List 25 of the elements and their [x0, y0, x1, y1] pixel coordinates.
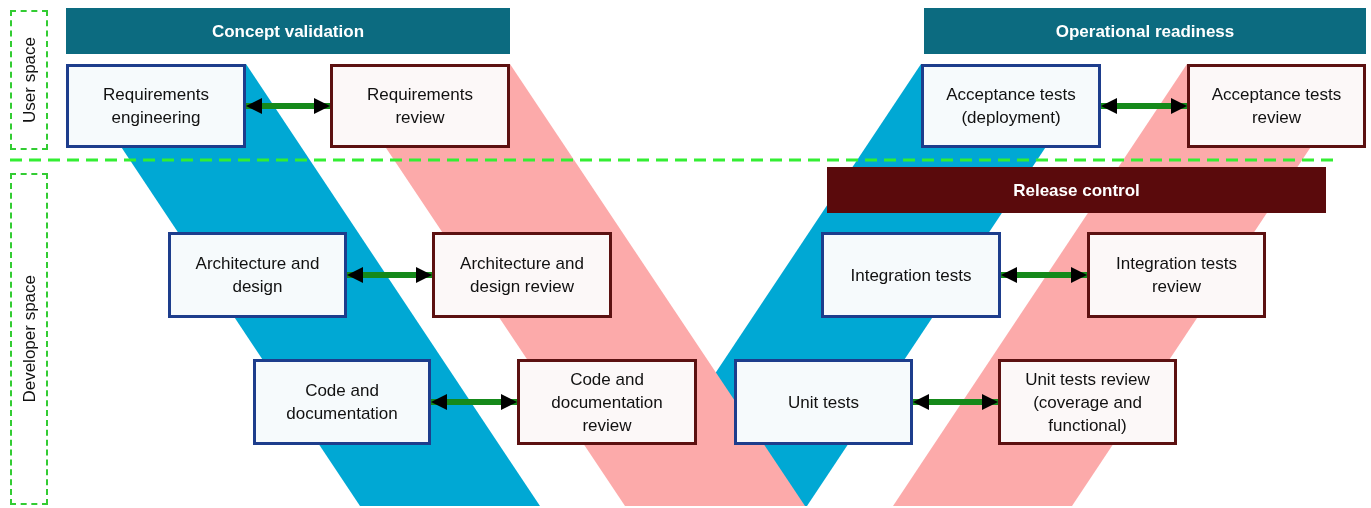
space-label: User space [18, 37, 40, 123]
double-arrow [347, 267, 432, 283]
review-step-box: Integration tests review [1087, 232, 1266, 318]
double-arrow [431, 394, 517, 410]
review-step-box: Architecture and design review [432, 232, 612, 318]
phase-banner: Operational readiness [924, 8, 1366, 54]
space-label-frame [10, 10, 48, 150]
phase-banner: Release control [827, 167, 1326, 213]
development-step-box: Architecture and design [168, 232, 347, 318]
double-arrow [1101, 98, 1187, 114]
review-step-box: Unit tests review (coverage and functional) [998, 359, 1177, 445]
double-arrow [246, 98, 330, 114]
space-label: Developer space [18, 275, 40, 403]
double-arrow [1001, 267, 1087, 283]
double-arrow [913, 394, 998, 410]
development-step-box: Acceptance tests (deployment) [921, 64, 1101, 148]
development-step-box: Unit tests [734, 359, 913, 445]
phase-banner: Concept validation [66, 8, 510, 54]
review-step-box: Code and documentation review [517, 359, 697, 445]
development-step-box: Requirements engineering [66, 64, 246, 148]
development-step-box: Integration tests [821, 232, 1001, 318]
space-label-frame [10, 173, 48, 505]
review-step-box: Acceptance tests review [1187, 64, 1366, 148]
review-step-box: Requirements review [330, 64, 510, 148]
development-step-box: Code and documentation [253, 359, 431, 445]
